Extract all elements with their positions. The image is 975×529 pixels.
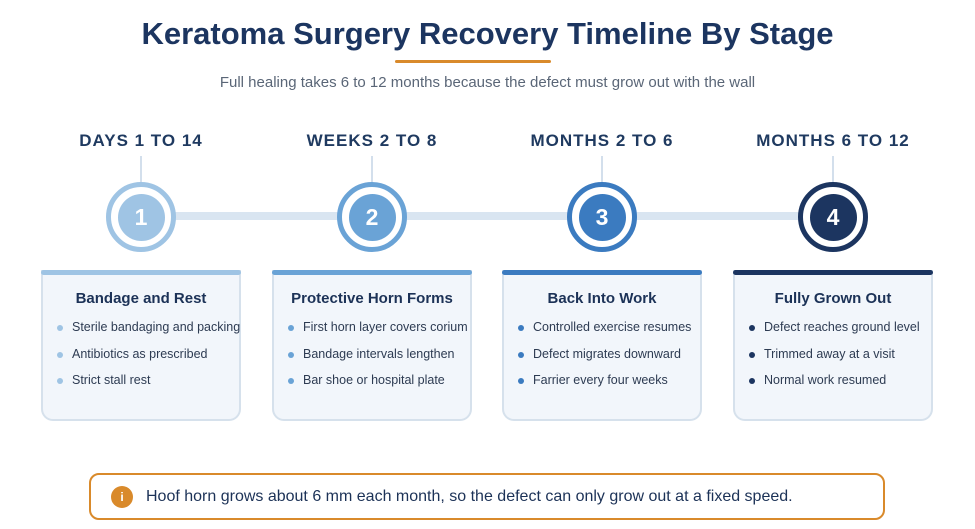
list-item: Strict stall rest (57, 373, 240, 400)
bullet-icon (288, 325, 294, 331)
list-item: Normal work resumed (749, 373, 920, 400)
list-item: Sterile bandaging and packing (57, 320, 240, 347)
stage-3-list: Controlled exercise resumes Defect migra… (518, 320, 691, 400)
list-item-text: First horn layer covers corium (303, 320, 468, 334)
list-item-text: Bar shoe or hospital plate (303, 373, 445, 387)
bullet-icon (518, 378, 524, 384)
stage-1-number: 1 (117, 193, 165, 241)
list-item-text: Antibiotics as prescribed (72, 346, 208, 361)
stage-3-number: 3 (578, 193, 626, 241)
list-item-text: Bandage intervals lengthen (303, 346, 455, 361)
info-note: i Hoof horn grows about 6 mm each month,… (89, 473, 885, 520)
stage-3-title: Back Into Work (547, 290, 657, 307)
list-item: Antibiotics as prescribed (57, 347, 240, 374)
list-item: Farrier every four weeks (518, 373, 691, 400)
list-item: Defect migrates downward (518, 347, 691, 374)
stage-2-marker: 2 (337, 182, 407, 252)
stage-1-card-bar (41, 270, 241, 275)
list-item-text: Defect migrates downward (533, 346, 681, 361)
bullet-icon (57, 325, 63, 331)
page-title: Keratoma Surgery Recovery Timeline By St… (141, 16, 834, 51)
bullet-icon (749, 325, 755, 331)
page-subtitle: Full healing takes 6 to 12 months becaus… (219, 74, 756, 91)
bullet-icon (288, 378, 294, 384)
info-icon: i (111, 485, 133, 508)
list-item-text: Strict stall rest (72, 373, 151, 387)
bullet-icon (749, 351, 755, 358)
stage-3-card-bar (502, 270, 702, 275)
list-item: Controlled exercise resumes (518, 320, 691, 347)
list-item-text: Trimmed away at a visit (764, 346, 895, 361)
stage-1-list: Sterile bandaging and packing Antibiotic… (57, 320, 240, 400)
stage-2-list: First horn layer covers corium Bandage i… (288, 320, 468, 400)
list-item-text: Farrier every four weeks (533, 373, 668, 387)
stage-4-card: Fully Grown Out Defect reaches ground le… (733, 270, 933, 421)
bullet-icon (288, 351, 294, 358)
stage-1-period: DAYS 1 TO 14 (79, 131, 203, 150)
stage-1-title: Bandage and Rest (75, 290, 207, 307)
stage-1-marker: 1 (106, 182, 176, 252)
stage-4-card-bar (733, 270, 933, 275)
list-item: Trimmed away at a visit (749, 347, 920, 374)
bullet-icon (57, 378, 63, 384)
bullet-icon (518, 325, 524, 331)
stage-3-card: Back Into Work Controlled exercise resum… (502, 270, 702, 421)
stage-4-connector (832, 156, 834, 184)
info-note-text: Hoof horn grows about 6 mm each month, s… (146, 487, 793, 505)
list-item-text: Controlled exercise resumes (533, 320, 692, 334)
stage-4-period: MONTHS 6 TO 12 (756, 131, 910, 150)
stage-1-connector (140, 156, 142, 184)
stage-4-marker: 4 (798, 182, 868, 252)
list-item: Bandage intervals lengthen (288, 347, 468, 374)
list-item: Bar shoe or hospital plate (288, 373, 468, 400)
list-item-text: Defect reaches ground level (764, 320, 920, 334)
stage-2-card-bar (272, 270, 472, 275)
bullet-icon (749, 378, 755, 384)
stage-3-period: MONTHS 2 TO 6 (530, 131, 674, 150)
list-item-text: Sterile bandaging and packing (72, 320, 241, 334)
stage-2-period: WEEKS 2 TO 8 (306, 131, 438, 150)
list-item: Defect reaches ground level (749, 320, 920, 347)
stage-2-title: Protective Horn Forms (291, 290, 453, 307)
stage-3-marker: 3 (567, 182, 637, 252)
list-item: First horn layer covers corium (288, 320, 468, 347)
stage-4-number: 4 (809, 193, 857, 241)
stage-4-title: Fully Grown Out (774, 290, 892, 307)
bullet-icon (518, 351, 524, 358)
stage-3-connector (601, 156, 603, 184)
stage-4-list: Defect reaches ground level Trimmed away… (749, 320, 920, 400)
timeline-track (141, 212, 833, 220)
title-underline (395, 60, 551, 63)
bullet-icon (57, 351, 63, 358)
stage-1-card: Bandage and Rest Sterile bandaging and p… (41, 270, 241, 421)
stage-2-card: Protective Horn Forms First horn layer c… (272, 270, 472, 421)
list-item-text: Normal work resumed (764, 373, 887, 387)
stage-2-connector (371, 156, 373, 184)
stage-2-number: 2 (348, 193, 396, 241)
